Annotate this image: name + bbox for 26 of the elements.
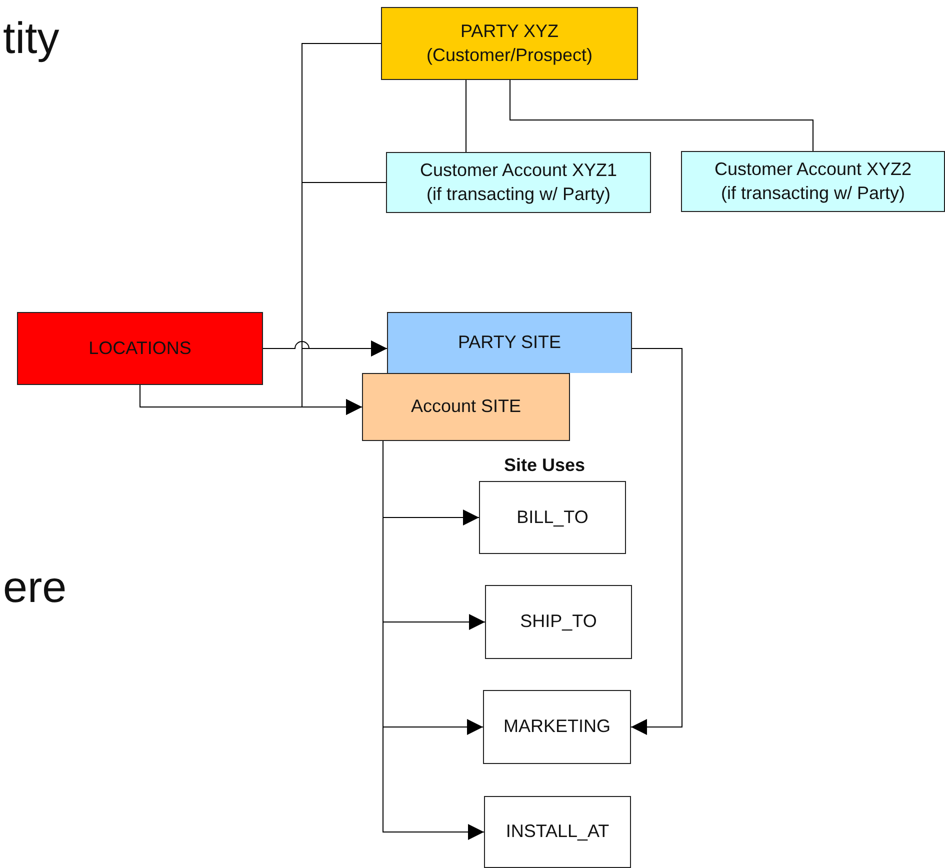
entity-box <box>484 796 631 868</box>
entity-box <box>387 312 632 373</box>
slide-text: tity <box>3 14 60 64</box>
entity-box <box>362 373 570 441</box>
slide-text: ere <box>3 563 67 613</box>
entity-box <box>681 151 945 212</box>
box-label: Account SITE <box>410 395 522 418</box>
box-label: SHIP_TO <box>520 610 597 634</box>
box-label: INSTALL_AT <box>506 820 610 844</box>
connector-arrow <box>140 384 362 415</box>
entity-box <box>483 690 631 764</box>
entity-box <box>485 585 632 659</box>
box-label: LOCATIONS <box>88 336 192 360</box>
entity-box <box>386 152 651 213</box>
entity-box <box>479 481 626 554</box>
box-label: PARTY XYZ (Customer/Prospect) <box>425 20 594 67</box>
box-label: Customer Account XYZ2 (if transacting w/ Party) <box>713 158 913 205</box>
entity-box <box>17 312 263 385</box>
box-label: PARTY SITE <box>458 331 562 354</box>
entity-box <box>381 7 638 80</box>
box-label: BILL_TO <box>516 506 588 529</box>
connector-arrow <box>262 340 388 356</box>
box-label: MARKETING <box>503 715 610 738</box>
connector-arrow <box>630 348 682 735</box>
group-heading: Site Uses <box>504 455 586 476</box>
box-label: Customer Account XYZ1 (if transacting w/ Party) <box>418 159 618 206</box>
